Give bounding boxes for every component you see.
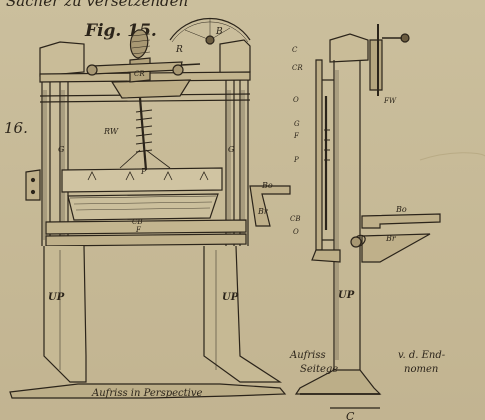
perspective-caption: Aufriss in Perspective (91, 388, 202, 399)
side-label-up: UP (338, 290, 355, 301)
side-label-fw: FW (383, 97, 397, 105)
label-bo: Bo (261, 181, 273, 190)
side-caption-right-2: nomen (404, 364, 438, 375)
label-up-left: UP (48, 292, 65, 303)
side-label-cr: CR (292, 64, 303, 72)
side-view-frame (294, 24, 441, 395)
label-cb: CB (132, 218, 143, 226)
side-label-f: F (293, 132, 300, 140)
label-cr: CR (134, 70, 145, 78)
label-g-left: G (58, 145, 65, 154)
paper-fold-line (419, 152, 485, 161)
header-text: Sächer zu versetzenden (6, 0, 188, 10)
side-label-p: P (293, 156, 299, 164)
label-g-right: G (228, 145, 235, 154)
side-label-cb: CB (290, 215, 301, 223)
label-r: R (175, 45, 183, 55)
label-b: B (215, 27, 223, 37)
label-rw: RW (103, 127, 119, 136)
side-label-o-bottom: O (293, 228, 299, 236)
side-caption-right-1: v. d. End- (398, 350, 446, 361)
side-label-o-top: O (293, 96, 299, 104)
label-up-right: UP (222, 292, 239, 303)
side-caption-left-2: Seitege (300, 364, 338, 375)
label-br: Br (257, 207, 269, 216)
perspective-frame (9, 18, 291, 399)
side-label-g: G (294, 120, 300, 128)
side-label-bo: Bo (395, 205, 407, 214)
side-label-br: Br (385, 234, 397, 243)
footer-mark: C (346, 410, 355, 420)
side-caption-left-1: Aufriss (289, 350, 326, 361)
fig-number: 16. (4, 119, 28, 137)
label-p: P (140, 167, 147, 176)
label-f: F (135, 226, 142, 234)
side-label-c: C (292, 46, 298, 54)
